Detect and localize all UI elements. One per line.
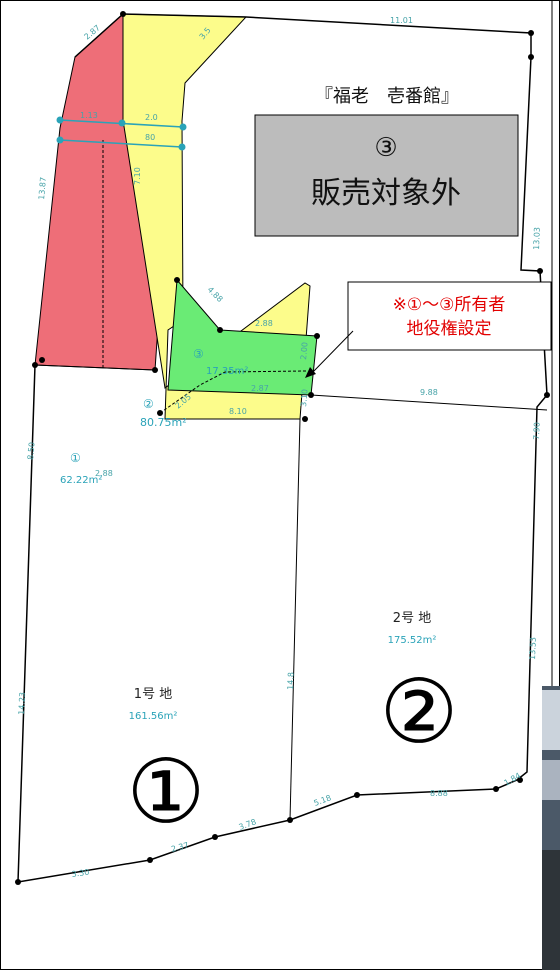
dim-label: 13.53	[528, 637, 538, 660]
dim-label: 2.87	[251, 384, 269, 393]
dim-label: 13.87	[37, 177, 48, 201]
red-easement-num: ①	[70, 451, 81, 465]
lot-line	[310, 394, 548, 411]
lot-line	[289, 418, 301, 821]
dimension-labels: 2.87 3.5 11.01 1.13 2.0 80 13.87 7.10 13…	[17, 16, 542, 879]
annotation-box	[347, 281, 552, 351]
dim-label: 14.8	[286, 672, 296, 690]
annotation-leader	[311, 330, 354, 374]
dim-label: 8.50	[26, 442, 37, 461]
red-easement-area: 62.22m²	[60, 475, 102, 486]
green-easement-num: ③	[193, 347, 204, 361]
not-for-sale-num: ③	[374, 133, 397, 163]
annotation-line1: ※①～③所有者	[393, 295, 506, 315]
dim-label: 11.01	[390, 16, 413, 25]
teal-dot	[178, 143, 186, 151]
dim-label: 7.90	[532, 422, 542, 440]
photo-strip-ground	[542, 850, 560, 970]
dim-label: 3.10	[299, 389, 310, 408]
dim-label: 8.88	[430, 789, 448, 798]
green-easement	[167, 278, 318, 396]
dim-label: 2.0	[145, 113, 158, 122]
lot2-name: 2号 地	[393, 611, 431, 626]
dim-label: 2.88	[255, 319, 273, 328]
photo-strip-building	[542, 760, 560, 800]
dim-label: 13.03	[532, 227, 542, 250]
building-name: 『福老 壱番館』	[315, 86, 459, 107]
site-boundary-top	[74, 13, 124, 58]
dim-label: 14.23	[17, 692, 27, 715]
not-for-sale-box	[254, 114, 519, 237]
dim-label: 2.88	[95, 469, 113, 478]
teal-dot	[56, 116, 64, 124]
dim-label: 2.00	[299, 342, 310, 361]
annotation-line2: 地役権設定	[407, 319, 492, 339]
green-easement-area: 17.35m²	[206, 366, 248, 377]
dim-label: 8.10	[229, 407, 247, 416]
dim-label: 7.10	[133, 167, 142, 185]
teal-dot	[118, 119, 126, 127]
lot1-name: 1号 地	[134, 687, 172, 702]
lot1-area: 161.56m²	[129, 711, 178, 722]
teal-line-2	[59, 139, 183, 148]
photo-strip-sky	[542, 690, 560, 750]
survey-points	[15, 11, 550, 885]
dim-label: 80	[145, 133, 155, 142]
teal-dot	[56, 136, 64, 144]
yellow-easement-area: 80.75m²	[140, 416, 187, 429]
lot2-big-num: ②	[380, 660, 459, 763]
dim-label: 1.13	[80, 111, 98, 120]
lot-line	[34, 364, 156, 371]
yellow-easement-num: ②	[143, 397, 154, 411]
dim-label: 2.37	[170, 841, 190, 854]
not-for-sale-label: 販売対象外	[311, 176, 461, 211]
lot1-big-num: ①	[127, 740, 206, 843]
lot2-area: 175.52m²	[388, 635, 437, 646]
dim-label: 9.88	[420, 388, 438, 397]
dim-label: 4.88	[206, 285, 225, 304]
dim-label: 3.30	[71, 868, 90, 879]
dim-label: 1.84	[503, 771, 523, 788]
teal-dot	[179, 123, 187, 131]
dashed-boundary	[159, 370, 307, 414]
site-boundary	[17, 13, 548, 883]
yellow-easement	[122, 13, 311, 420]
annotation-arrowhead	[305, 367, 316, 378]
